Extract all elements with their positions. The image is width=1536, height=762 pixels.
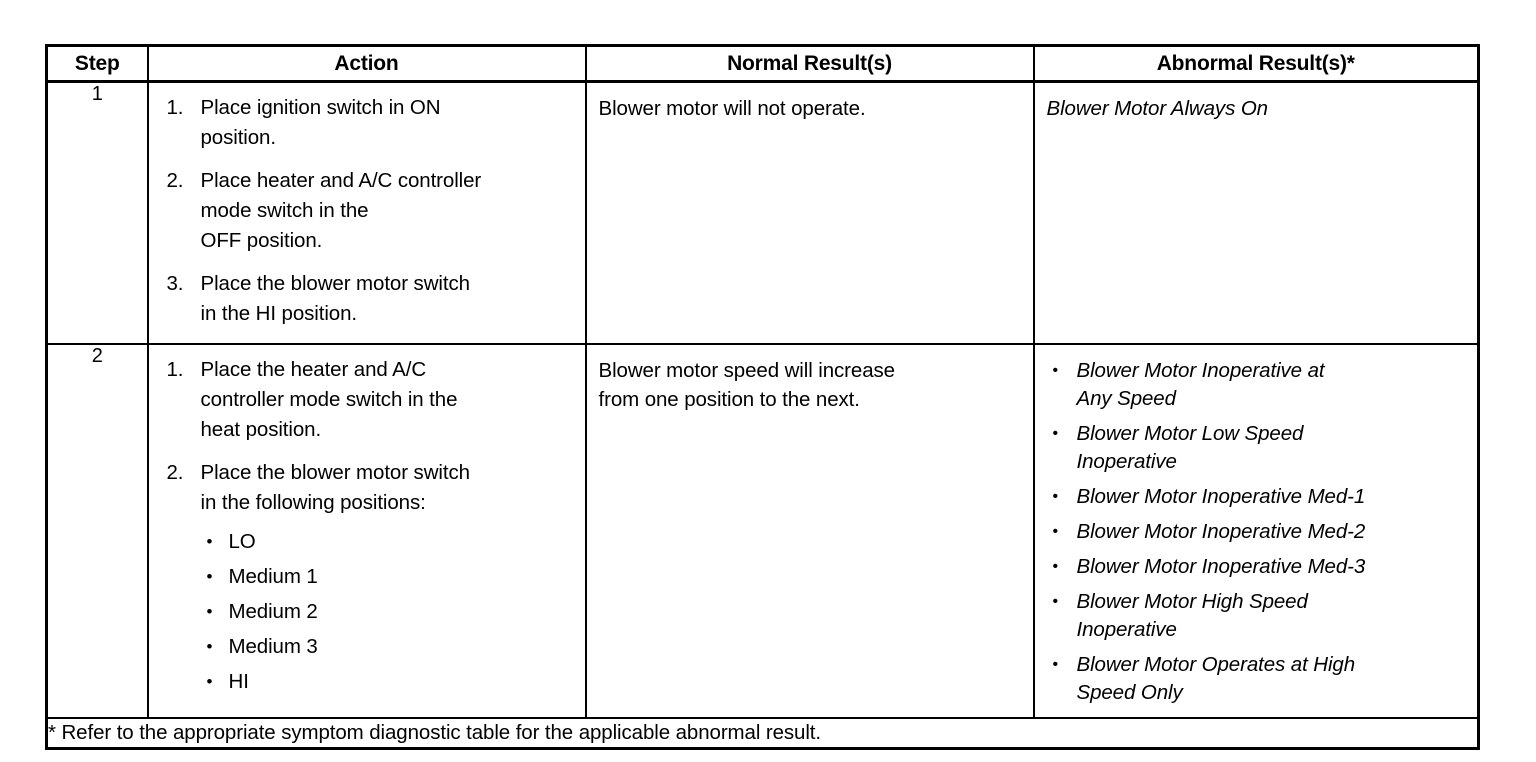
normal-result-cell: Blower motor will not operate.	[584, 80, 1035, 345]
list-text-line: Any Speed	[1076, 387, 1177, 410]
list-text-line: in the following positions:	[200, 491, 426, 514]
list-marker: 1.	[166, 358, 184, 381]
bullet-icon: •	[1052, 523, 1059, 540]
list-text-line: Inoperative	[1076, 450, 1177, 473]
list-item: • HI	[201, 664, 575, 699]
list-item: • LO	[201, 524, 575, 559]
step-number-cell: 2	[45, 343, 149, 719]
column-header-step: Step	[45, 44, 149, 83]
list-text-line: LO	[228, 530, 256, 553]
abnormal-result-text: Blower Motor Always On	[1046, 97, 1269, 120]
table-row: 1 1. Place ignition switch in ON positio…	[45, 80, 1480, 345]
list-item: • Blower Motor Inoperative Med-1	[1045, 483, 1470, 511]
list-text-line: Blower Motor Inoperative Med-2	[1076, 520, 1366, 543]
list-marker: 3.	[166, 272, 184, 295]
list-item: • Medium 2	[201, 594, 575, 629]
list-text-line: Place heater and A/C controller	[200, 169, 482, 192]
list-marker: 1.	[166, 96, 184, 119]
action-cell: 1. Place the heater and A/C controller m…	[146, 343, 587, 719]
list-text-line: Medium 1	[228, 565, 318, 588]
abnormal-result-cell: Blower Motor Always On	[1032, 80, 1480, 345]
action-step-list: 1. Place ignition switch in ON position.…	[163, 93, 575, 329]
blower-speed-list: • LO • Medium 1 • Medium	[201, 524, 575, 699]
action-step-list: 1. Place the heater and A/C controller m…	[163, 355, 575, 699]
list-text-line: controller mode switch in the	[200, 388, 458, 411]
normal-result-cell: Blower motor speed will increase from on…	[584, 343, 1035, 719]
bullet-icon: •	[1052, 593, 1059, 610]
list-item: • Blower Motor Inoperative Med-3	[1045, 553, 1470, 581]
list-item: • Blower Motor Low Speed Inoperative	[1045, 420, 1470, 476]
list-item: • Blower Motor Inoperative Med-2	[1045, 518, 1470, 546]
bullet-icon: •	[1052, 558, 1059, 575]
column-header-normal: Normal Result(s)	[584, 44, 1035, 83]
list-text-line: Place ignition switch in ON	[200, 96, 441, 119]
list-item: 1. Place the heater and A/C controller m…	[163, 355, 575, 445]
list-marker: 2.	[166, 461, 184, 484]
list-item: • Blower Motor High Speed Inoperative	[1045, 588, 1470, 644]
list-text-line: Medium 2	[228, 600, 318, 623]
list-text-line: Blower Motor Inoperative at	[1076, 359, 1325, 382]
list-text-line: HI	[228, 670, 249, 693]
list-item: 3. Place the blower motor switch in the …	[163, 269, 575, 329]
list-text-line: Blower Motor Low Speed	[1076, 422, 1304, 445]
list-text-line: heat position.	[200, 418, 322, 441]
column-header-action: Action	[146, 44, 587, 83]
list-text-line: position.	[200, 126, 277, 149]
bullet-icon: •	[1052, 362, 1059, 379]
bullet-icon: •	[206, 672, 213, 691]
list-text-line: Blower Motor Inoperative Med-1	[1076, 485, 1366, 508]
abnormal-result-cell: • Blower Motor Inoperative at Any Speed …	[1032, 343, 1480, 719]
bullet-icon: •	[206, 637, 213, 656]
list-text-line: Blower Motor Operates at High	[1076, 653, 1356, 676]
list-item: • Medium 1	[201, 559, 575, 594]
list-text-line: Place the heater and A/C	[200, 358, 427, 381]
list-item: • Medium 3	[201, 629, 575, 664]
normal-result-line: Blower motor will not operate.	[598, 97, 866, 120]
bullet-icon: •	[1052, 488, 1059, 505]
bullet-icon: •	[1052, 656, 1059, 673]
list-item: 2. Place heater and A/C controller mode …	[163, 166, 575, 256]
bullet-icon: •	[1052, 425, 1059, 442]
action-cell: 1. Place ignition switch in ON position.…	[146, 80, 587, 345]
list-item: • Blower Motor Operates at High Speed On…	[1045, 651, 1470, 707]
diagnostic-procedure-table: Step Action Normal Result(s) Abnormal Re…	[45, 44, 1480, 750]
list-item: 1. Place ignition switch in ON position.	[163, 93, 575, 153]
list-marker: 2.	[166, 169, 184, 192]
footnote-row: * Refer to the appropriate symptom diagn…	[45, 717, 1480, 750]
footnote-text: * Refer to the appropriate symptom diagn…	[45, 717, 1480, 750]
list-text-line: Medium 3	[228, 635, 318, 658]
list-text-line: Blower Motor Inoperative Med-3	[1076, 555, 1366, 578]
table-row: 2 1. Place the heater and A/C controller…	[45, 343, 1480, 719]
list-text-line: Place the blower motor switch	[200, 272, 471, 295]
step-number-cell: 1	[45, 80, 149, 345]
list-text-line: Inoperative	[1076, 618, 1177, 641]
column-header-abnormal: Abnormal Result(s)*	[1032, 44, 1480, 83]
list-text-line: in the HI position.	[200, 302, 358, 325]
bullet-icon: •	[206, 532, 213, 551]
abnormal-result-list: • Blower Motor Inoperative at Any Speed …	[1035, 345, 1478, 717]
list-text-line: Speed Only	[1076, 681, 1183, 704]
bullet-icon: •	[206, 567, 213, 586]
normal-result-line: from one position to the next.	[598, 388, 860, 411]
list-item: 2. Place the blower motor switch in the …	[163, 458, 575, 699]
bullet-icon: •	[206, 602, 213, 621]
list-item: • Blower Motor Inoperative at Any Speed	[1045, 357, 1470, 413]
list-text-line: OFF position.	[200, 229, 323, 252]
list-text-line: Place the blower motor switch	[200, 461, 471, 484]
normal-result-line: Blower motor speed will increase	[598, 359, 896, 382]
list-text-line: Blower Motor High Speed	[1076, 590, 1308, 613]
table-header-row: Step Action Normal Result(s) Abnormal Re…	[45, 44, 1480, 83]
list-text-line: mode switch in the	[200, 199, 369, 222]
